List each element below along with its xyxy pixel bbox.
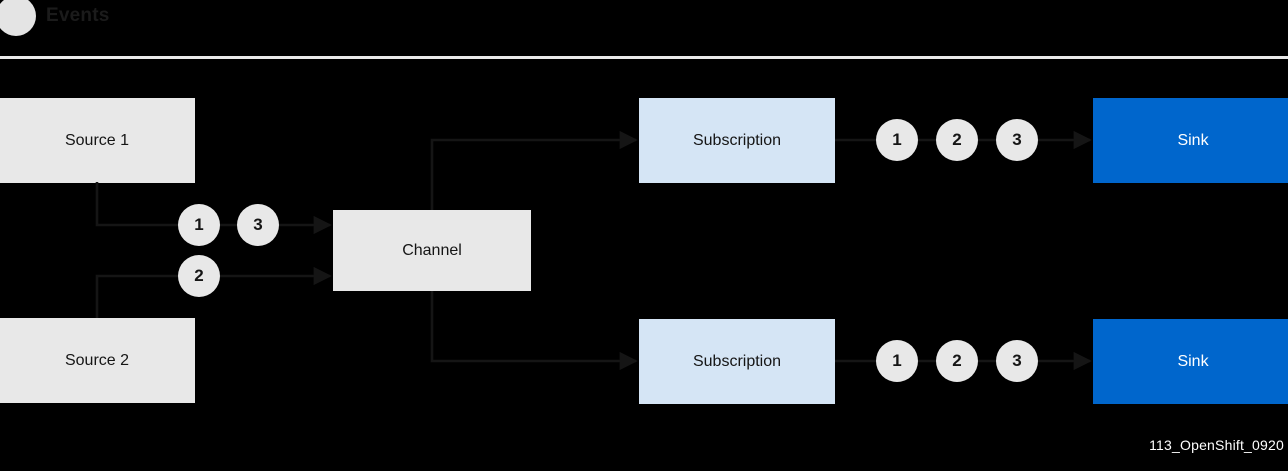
- node-source-2[interactable]: Source 2: [0, 318, 195, 403]
- event-marker-top-1: 1: [876, 119, 918, 161]
- event-marker-top-2: 2: [936, 119, 978, 161]
- event-marker-top-3: 3: [996, 119, 1038, 161]
- node-source-1[interactable]: Source 1: [0, 98, 195, 183]
- event-marker-label: 3: [253, 215, 263, 234]
- event-marker-label: 3: [1012, 130, 1022, 149]
- node-label: Source 1: [64, 131, 130, 149]
- edge-channel-to-subscription-bottom: [430, 291, 638, 371]
- event-marker-bottom-2: 2: [936, 340, 978, 382]
- node-sink-top[interactable]: Sink: [1093, 98, 1288, 183]
- event-marker-source1-3: 3: [237, 204, 279, 246]
- event-marker-source1-1: 1: [178, 204, 220, 246]
- event-marker-label: 1: [892, 130, 902, 149]
- node-subscription-top[interactable]: Subscription: [639, 98, 835, 183]
- node-label: Sink: [1177, 352, 1209, 370]
- event-marker-label: 2: [952, 130, 962, 149]
- event-marker-bottom-3: 3: [996, 340, 1038, 382]
- node-label: Source 2: [64, 351, 130, 369]
- event-marker-bottom-1: 1: [876, 340, 918, 382]
- event-marker-source2-2: 2: [178, 255, 220, 297]
- event-marker-label: 1: [194, 215, 204, 234]
- node-label: Subscription: [692, 131, 782, 149]
- event-marker-label: 2: [194, 266, 204, 285]
- event-marker-label: 3: [1012, 351, 1022, 370]
- node-sink-bottom[interactable]: Sink: [1093, 319, 1288, 404]
- page-title: Events: [46, 5, 110, 26]
- node-channel[interactable]: Channel: [333, 210, 531, 291]
- header-divider: [0, 56, 1288, 59]
- node-label: Channel: [402, 241, 462, 259]
- edge-channel-to-subscription-top: [430, 130, 638, 210]
- node-label: Subscription: [692, 352, 782, 370]
- event-marker-label: 2: [952, 351, 962, 370]
- watermark-label: 113_OpenShift_0920: [1149, 437, 1284, 453]
- event-marker-label: 1: [892, 351, 902, 370]
- filled-circle-icon: [0, 0, 36, 36]
- node-label: Sink: [1177, 131, 1209, 149]
- node-subscription-bottom[interactable]: Subscription: [639, 319, 835, 404]
